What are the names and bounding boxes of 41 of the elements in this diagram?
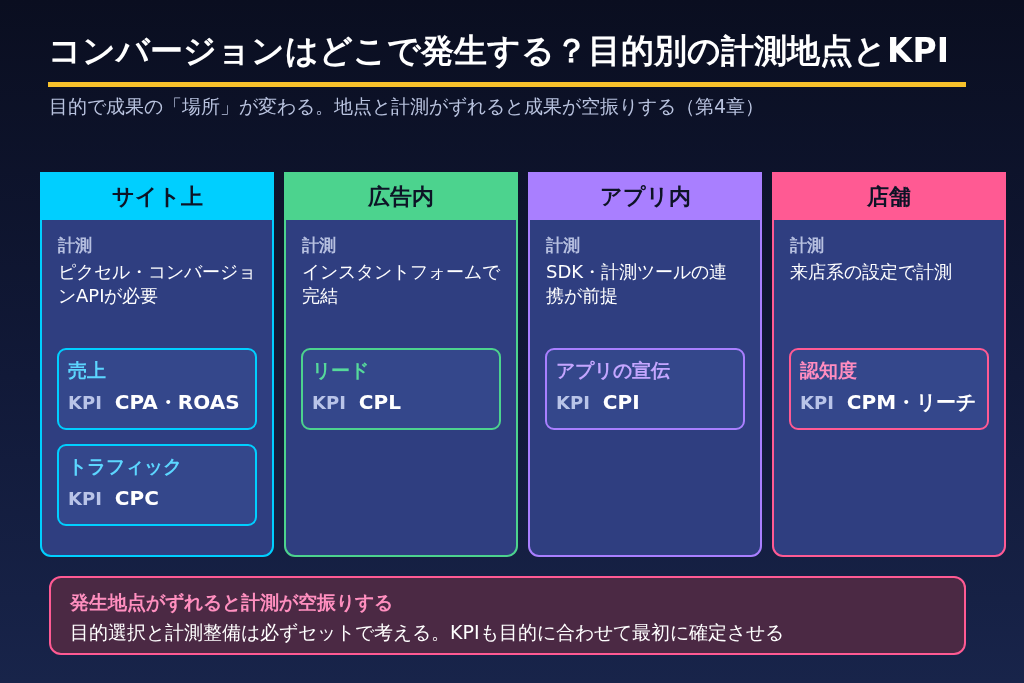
kpi-label: KPI (556, 391, 590, 415)
kpi-card (789, 348, 989, 430)
column-card (772, 172, 1006, 557)
kpi-card (57, 348, 257, 430)
section-label: 計測 (790, 234, 824, 256)
kpi-title: アプリの宣伝 (556, 358, 670, 383)
description-text: 来店系の設定で計測 (790, 260, 953, 284)
kpi-value: CPM・リーチ (846, 389, 977, 415)
kpi-card (545, 348, 745, 430)
kpi-label: KPI (68, 487, 102, 511)
section-label: 計測 (302, 234, 336, 256)
description-text: ピクセル・コンバージョンAPIが必要 (58, 260, 256, 308)
column-header: 店舗 (774, 174, 1004, 220)
column-card (40, 172, 274, 557)
kpi-title: リード (312, 358, 369, 383)
note-text: 目的選択と計測整備は必ずセットで考える。KPIも目的に合わせて最初に確定させる (70, 620, 784, 645)
kpi-label: KPI (800, 391, 834, 415)
kpi-title: 売上 (68, 358, 106, 383)
description-text: インスタントフォームで完結 (302, 260, 500, 308)
kpi-label: KPI (68, 391, 102, 415)
description-text: SDK・計測ツールの連携が前提 (546, 260, 729, 308)
kpi-value: CPC (114, 485, 159, 511)
column-header: 広告内 (286, 174, 516, 220)
subtitle-text: 目的で成果の「場所」が変わる。地点と計測がずれると成果が空振りする（第4章） (49, 94, 765, 119)
kpi-value: CPA・ROAS (114, 389, 240, 415)
kpi-card (301, 348, 501, 430)
kpi-card (57, 444, 257, 526)
note-title: 発生地点がずれると計測が空振りする (70, 590, 393, 615)
section-label: 計測 (546, 234, 580, 256)
kpi-label: KPI (312, 391, 346, 415)
column-header: アプリ内 (530, 174, 760, 220)
column-card (284, 172, 518, 557)
page-title: コンバージョンはどこで発生する？目的別の計測地点とKPI (48, 30, 950, 72)
column-card (528, 172, 762, 557)
kpi-title: トラフィック (68, 454, 182, 479)
kpi-value: CPL (358, 389, 401, 415)
kpi-title: 認知度 (800, 358, 857, 383)
section-label: 計測 (58, 234, 92, 256)
note-box (49, 576, 966, 655)
kpi-value: CPI (602, 389, 640, 415)
column-header: サイト上 (42, 174, 272, 220)
